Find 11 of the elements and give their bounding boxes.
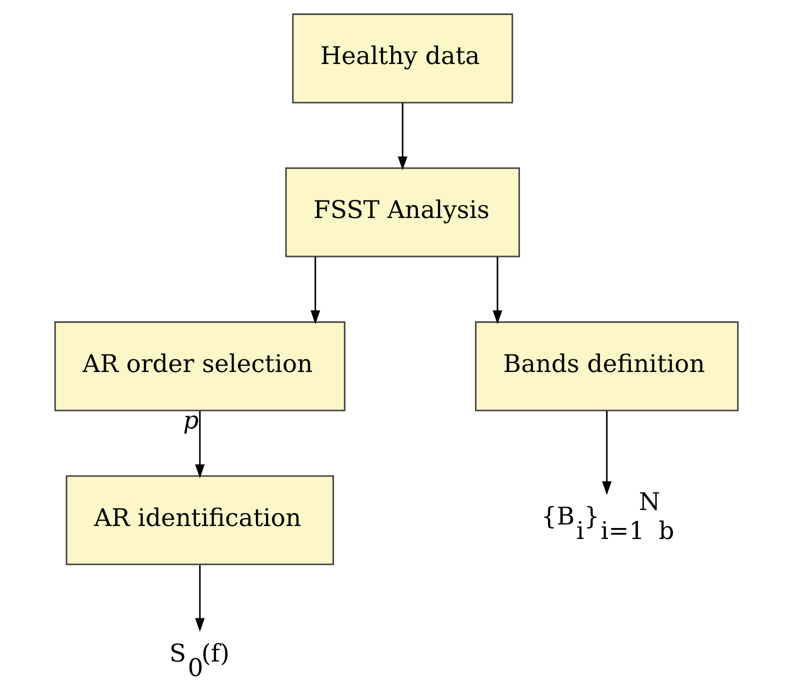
node-box: Bands definition	[474, 321, 738, 412]
node-box: AR order selection	[54, 321, 345, 412]
arrow	[194, 410, 204, 478]
arrow	[397, 102, 407, 170]
arrow	[492, 256, 502, 324]
arrow	[194, 565, 204, 632]
node-box: Healthy data	[292, 13, 513, 104]
arrow	[602, 410, 612, 496]
arrow	[310, 256, 320, 324]
node-box: FSST Analysis	[284, 167, 520, 258]
node-box: AR identification	[65, 475, 334, 566]
